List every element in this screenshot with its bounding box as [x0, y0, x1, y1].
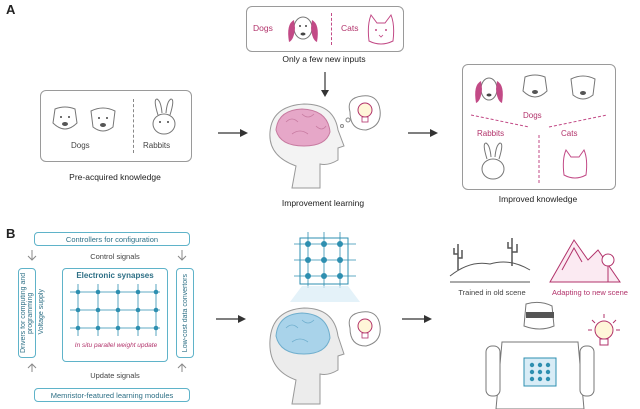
improved-cats-label: Cats: [561, 129, 578, 138]
dog-face-icon: [288, 16, 318, 42]
pre-acquired-box: Dogs Rabbits: [40, 90, 192, 162]
improved-dogs-label: Dogs: [523, 111, 542, 120]
panel-b-letter: B: [6, 226, 16, 241]
dog-face-icon: [90, 107, 116, 132]
control-signals-label: Control signals: [90, 252, 140, 261]
drivers-box: Drivers for computing and programming: [18, 268, 36, 358]
synapses-box: Electronic synapses: [62, 268, 168, 362]
pre-acquired-dogs-label: Dogs: [71, 141, 90, 150]
new-inputs-box: Dogs Cats: [246, 6, 404, 52]
center-caption: Improvement learning: [281, 198, 365, 208]
top-caption: Only a few new inputs: [282, 54, 366, 64]
rabbit-face-icon: [481, 142, 505, 180]
converters-box: Low-cost data convertors: [176, 268, 194, 358]
dog-face-icon: [475, 77, 503, 103]
panel-a-letter: A: [6, 2, 16, 17]
converters-label: Low-cost data convertors: [181, 273, 189, 353]
in-situ-label: In situ parallel weight update: [74, 342, 158, 349]
improved-knowledge-box: Dogs Rabbits Cats: [462, 64, 616, 190]
cat-face-icon: [367, 13, 395, 45]
cat-face-icon: [562, 148, 588, 179]
old-scene-label: Trained in old scene: [458, 288, 526, 297]
lightbulb-thought-icon: [348, 311, 381, 347]
new-inputs-divider: [331, 13, 332, 45]
head-with-chip-brain-icon: [269, 307, 345, 405]
pre-acquired-rabbits-label: Rabbits: [143, 141, 171, 150]
lightbulb-thought-icon: [348, 95, 381, 131]
drivers-label: Drivers for computing and programming: [20, 272, 34, 354]
right-arrow-icon: [402, 315, 432, 323]
controllers-box: Controllers for configuration: [34, 232, 190, 246]
category-divider-lines: [470, 114, 608, 183]
chip-array-icon: [290, 232, 360, 302]
pre-acquired-divider: [133, 99, 134, 153]
new-inputs-cats-label: Cats: [341, 23, 359, 33]
down-arrow-icon: [321, 72, 329, 97]
voltage-supply-wrap: Voltage supply: [38, 272, 45, 352]
mountain-scene-icon: [549, 239, 621, 283]
new-inputs-dogs-label: Dogs: [253, 23, 273, 33]
left-caption: Pre-acquired knowledge: [69, 172, 161, 182]
desert-scene-icon: [449, 238, 531, 283]
crossbar-array: [70, 284, 160, 336]
dog-face-icon: [570, 75, 596, 100]
synapses-title: Electronic synapses: [76, 271, 154, 280]
head-with-brain-icon: [269, 103, 351, 189]
signal-arrows: [27, 250, 187, 372]
voltage-supply-label: Voltage supply: [38, 289, 45, 335]
new-scene-label: Adapting to new scene: [552, 288, 628, 297]
rabbit-face-icon: [152, 98, 176, 135]
improved-rabbits-label: Rabbits: [477, 129, 505, 138]
robot-icon: [485, 301, 595, 409]
lightbulb-icon: [588, 314, 620, 346]
right-arrow-icon: [216, 315, 246, 323]
right-arrow-icon: [408, 129, 438, 137]
dog-face-icon: [52, 106, 78, 130]
right-caption: Improved knowledge: [498, 194, 578, 204]
update-signals-label: Update signals: [90, 371, 140, 380]
modules-box: Memristor-featured learning modules: [34, 388, 190, 402]
dog-face-icon: [522, 74, 548, 98]
right-arrow-icon: [218, 129, 248, 137]
